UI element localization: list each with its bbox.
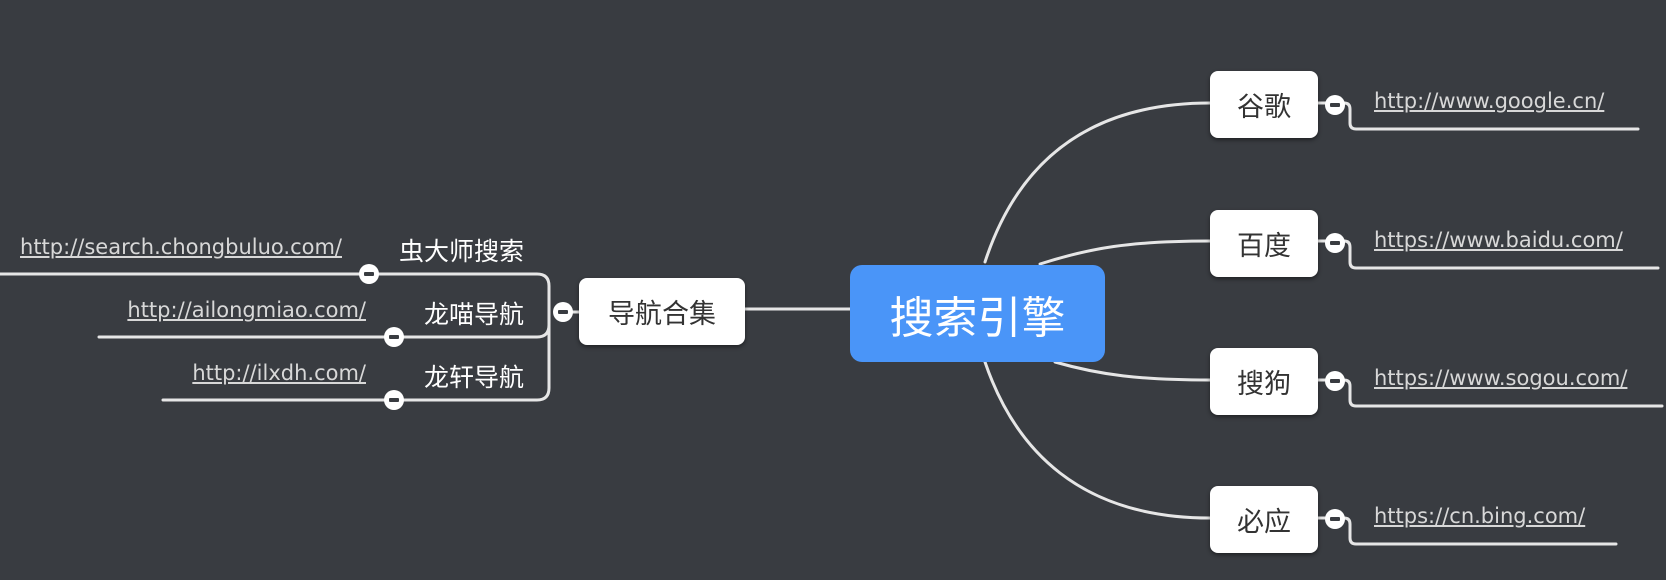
connector-bing-url	[1316, 516, 1618, 546]
google-url-link[interactable]: http://www.google.cn/	[1374, 89, 1605, 113]
collapse-toggle-icon[interactable]	[1325, 95, 1345, 115]
collapse-toggle-icon[interactable]	[384, 327, 404, 347]
chongbuluo-url-link[interactable]: http://search.chongbuluo.com/	[20, 235, 342, 259]
branch-label: 搜狗	[1237, 369, 1291, 400]
root-node[interactable]: 搜索引擎	[850, 265, 1105, 362]
branch-node-sogou[interactable]: 搜狗	[1210, 348, 1318, 415]
branch-label: 导航合集	[608, 299, 716, 330]
connector-root-bing	[983, 360, 1212, 520]
collapse-toggle-icon[interactable]	[553, 302, 573, 322]
connector-root-baidu	[1038, 239, 1212, 266]
branch-label: 谷歌	[1237, 92, 1291, 123]
branch-node-bing[interactable]: 必应	[1210, 486, 1318, 553]
collapse-toggle-icon[interactable]	[1325, 371, 1345, 391]
child-label-ilxdh[interactable]: 龙轩导航	[423, 363, 524, 392]
bing-url-link[interactable]: https://cn.bing.com/	[1374, 504, 1586, 528]
root-label: 搜索引擎	[889, 292, 1066, 344]
branch-label: 百度	[1237, 231, 1291, 262]
baidu-url-link[interactable]: https://www.baidu.com/	[1374, 228, 1623, 252]
ailongmiao-url-link[interactable]: http://ailongmiao.com/	[127, 298, 366, 322]
child-label-chongbuluo[interactable]: 虫大师搜索	[398, 237, 524, 266]
branch-node-google[interactable]: 谷歌	[1210, 71, 1318, 138]
connector-root-sogou	[1053, 360, 1212, 382]
collapse-toggle-icon[interactable]	[1325, 233, 1345, 253]
connector-nav-bracket-outer	[0, 272, 551, 402]
collapse-toggle-icon[interactable]	[384, 390, 404, 410]
connector-root-google	[983, 101, 1212, 264]
sogou-url-link[interactable]: https://www.sogou.com/	[1374, 366, 1628, 390]
connector-baidu-url	[1316, 239, 1660, 270]
connector-sogou-url	[1316, 378, 1664, 408]
branch-node-baidu[interactable]: 百度	[1210, 210, 1318, 277]
child-label-ailongmiao[interactable]: 龙喵导航	[423, 300, 524, 329]
connector-google-url	[1316, 101, 1640, 131]
branch-label: 必应	[1237, 507, 1291, 538]
ilxdh-url-link[interactable]: http://ilxdh.com/	[192, 361, 366, 385]
branch-node-nav-collection[interactable]: 导航合集	[579, 278, 745, 345]
connector-nav-child2	[97, 323, 551, 339]
collapse-toggle-icon[interactable]	[359, 264, 379, 284]
collapse-toggle-icon[interactable]	[1325, 509, 1345, 529]
